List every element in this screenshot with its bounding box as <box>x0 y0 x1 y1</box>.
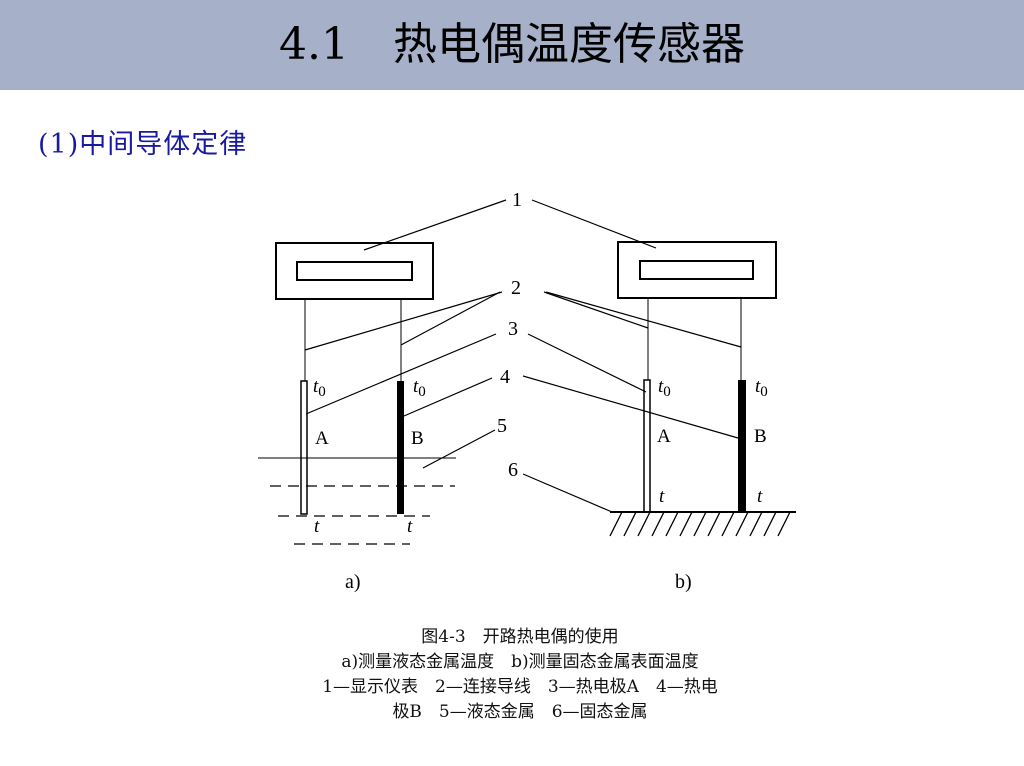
title-bar <box>0 0 1024 90</box>
electrode-a-a <box>300 380 308 515</box>
caption-line-1: 图4-3 开路热电偶的使用 <box>421 627 619 647</box>
t0-label-b-left: t0 <box>658 376 671 400</box>
panel-a-label: a) <box>345 571 361 593</box>
t0-label-a-left: t0 <box>313 376 326 400</box>
caption-line-4: 极B 5—液态金属 6—固态金属 <box>392 702 648 722</box>
electrode-b-label-b: B <box>754 426 767 447</box>
display-instrument-a <box>275 242 434 300</box>
display-instrument-b <box>617 241 777 299</box>
callout-6: 6 <box>508 459 518 481</box>
electrode-b-label-a: B <box>411 428 424 449</box>
electrode-a-label-b: A <box>657 426 671 447</box>
electrode-b-a <box>397 381 404 514</box>
panel-b <box>609 241 796 537</box>
t-label-a-left: t <box>314 516 320 537</box>
figure-caption: 图4-3 开路热电偶的使用 a)测量液态金属温度 b)测量固态金属表面温度 1—… <box>240 625 800 725</box>
callout-3: 3 <box>508 318 518 340</box>
display-window-b <box>639 260 754 280</box>
t0-label-b-right: t0 <box>755 376 768 400</box>
callout-2: 2 <box>511 277 521 299</box>
slide-title: 4.1 热电偶温度传感器 <box>279 19 745 70</box>
leader-lines <box>304 199 742 513</box>
callout-5: 5 <box>497 415 507 437</box>
electrode-a-b <box>643 379 651 513</box>
t-label-a-right: t <box>407 516 413 537</box>
electrode-a-label-a: A <box>315 428 329 449</box>
t0-label-a-right: t0 <box>413 376 426 400</box>
t-label-b-right: t <box>757 486 763 507</box>
t-label-b-left: t <box>659 486 665 507</box>
callout-1: 1 <box>512 189 522 211</box>
panel-b-label: b) <box>675 571 692 593</box>
electrode-b-b <box>738 380 746 512</box>
callout-4: 4 <box>500 366 510 388</box>
solid-hatching <box>609 511 791 537</box>
slide-subtitle: (1)中间导体定律 <box>38 129 248 160</box>
caption-line-2: a)测量液态金属温度 b)测量固态金属表面温度 <box>341 652 699 672</box>
display-window-a <box>296 261 413 281</box>
panel-a <box>258 242 456 545</box>
caption-line-3: 1—显示仪表 2—连接导线 3—热电极A 4—热电 <box>322 677 718 697</box>
